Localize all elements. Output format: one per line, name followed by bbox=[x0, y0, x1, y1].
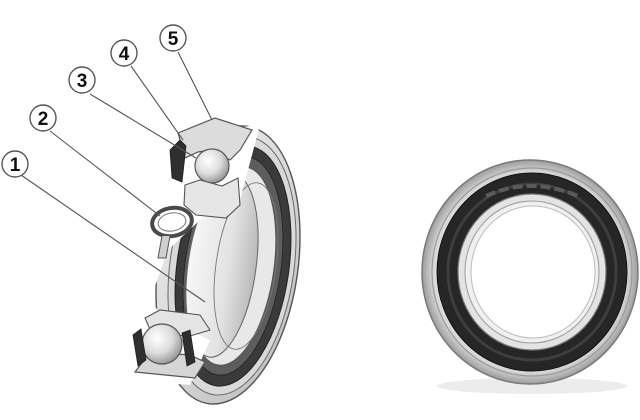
callout-2-label: 2 bbox=[38, 109, 49, 130]
cage bbox=[150, 205, 194, 239]
callout-3: 3 bbox=[68, 66, 96, 94]
assembled-outer-ring-edge bbox=[431, 167, 633, 377]
leader-lines bbox=[20, 51, 213, 303]
inner-ring-section-top bbox=[183, 177, 241, 219]
ground-shadow bbox=[437, 378, 627, 394]
seal-marking bbox=[485, 184, 579, 198]
leader-5 bbox=[177, 51, 213, 121]
cutaway-bearing bbox=[120, 117, 301, 405]
seal-section-bottom bbox=[132, 328, 147, 367]
cage-tab bbox=[157, 235, 171, 259]
ball-top bbox=[194, 148, 230, 184]
seal-section-bottom-right bbox=[181, 329, 196, 367]
callout-3-label: 3 bbox=[77, 71, 88, 92]
assembled-bore bbox=[470, 205, 596, 339]
cage-inner bbox=[157, 212, 187, 232]
ball-bottom bbox=[141, 323, 183, 365]
leader-4 bbox=[130, 65, 184, 141]
outer-ring-section-top bbox=[177, 117, 253, 161]
leader-3 bbox=[89, 93, 197, 159]
callout-4: 4 bbox=[110, 39, 138, 67]
callout-5-label: 5 bbox=[168, 29, 179, 50]
callout-5: 5 bbox=[159, 24, 187, 52]
assembled-bearing bbox=[421, 159, 639, 394]
callout-1-label: 1 bbox=[10, 155, 21, 176]
bore-edge bbox=[213, 182, 279, 350]
seal-section-top bbox=[169, 139, 187, 183]
callout-2: 2 bbox=[29, 104, 57, 132]
leader-2 bbox=[49, 130, 161, 217]
assembled-seal-ridge bbox=[446, 182, 618, 362]
leader-1 bbox=[20, 174, 206, 303]
callout-1: 1 bbox=[1, 150, 29, 178]
callout-4-label: 4 bbox=[119, 44, 130, 65]
